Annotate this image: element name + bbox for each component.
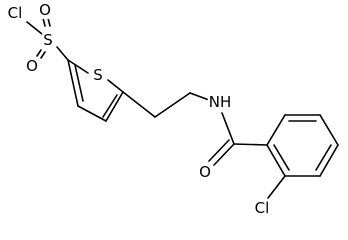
bond-ch2b-n [189,92,210,101]
bond-ch2a-ch2b [154,92,191,118]
bond-carbonyl-o-a [213,143,235,166]
bond-carbonyl-c-ring [233,143,268,146]
bond-s-c2 [56,46,69,61]
bond-c3-c2 [67,59,79,107]
bond-ar6-ar1 [266,144,286,177]
bond-s-o-lower-a [36,49,42,57]
bond-ar6-ar1-inner [273,144,290,171]
bond-ar4-ar5 [319,144,339,177]
bond-c4-c3 [77,105,107,122]
atom-label-background [6,4,24,22]
bond-c3-c2-inner [74,64,84,102]
bond-s-o-upper-a [42,17,46,27]
bond-c5-c4 [105,91,124,122]
atom-label-background [207,93,233,111]
bond-n-carbonyl-c [221,112,235,145]
atom-label-s-sulfonyl: S [43,31,53,49]
bond-ar4-ar5-inner [315,144,332,171]
atom-label-background [38,1,52,19]
atom-label-o-lower: O [26,57,38,75]
atom-labels: Cl S O O S NH O Cl [6,1,271,217]
bond-s-o-lower-b [40,51,46,59]
atom-label-background [92,66,104,84]
bond-ar3-ar4 [319,114,339,146]
bond-c2-s1 [67,59,89,74]
bond-c5-c4-inner [102,94,118,118]
atom-label-background [25,57,39,75]
atom-label-background [253,199,271,217]
bond-s1-c5 [107,79,124,93]
atom-label-background [198,163,212,181]
atom-label-cl-sulfonyl: Cl [8,4,23,22]
atom-label-s-ring: S [93,66,103,84]
bonds [26,17,339,199]
atom-label-nh: NH [209,93,232,111]
bond-c5-ch2a [122,91,156,118]
atom-label-o-upper: O [39,1,51,19]
chemical-structure-diagram: Cl S O O S NH O Cl [6,1,339,217]
atom-label-background [42,31,54,49]
bond-s-o-upper-b [47,17,51,27]
atom-label-cl-aryl: Cl [255,199,270,217]
bond-ar6-cl [267,175,286,199]
bond-ar1-ar2 [266,114,286,146]
bond-cl-s [26,21,43,35]
atom-label-o-carbonyl: O [199,163,211,181]
bond-carbonyl-o-b [208,139,230,162]
